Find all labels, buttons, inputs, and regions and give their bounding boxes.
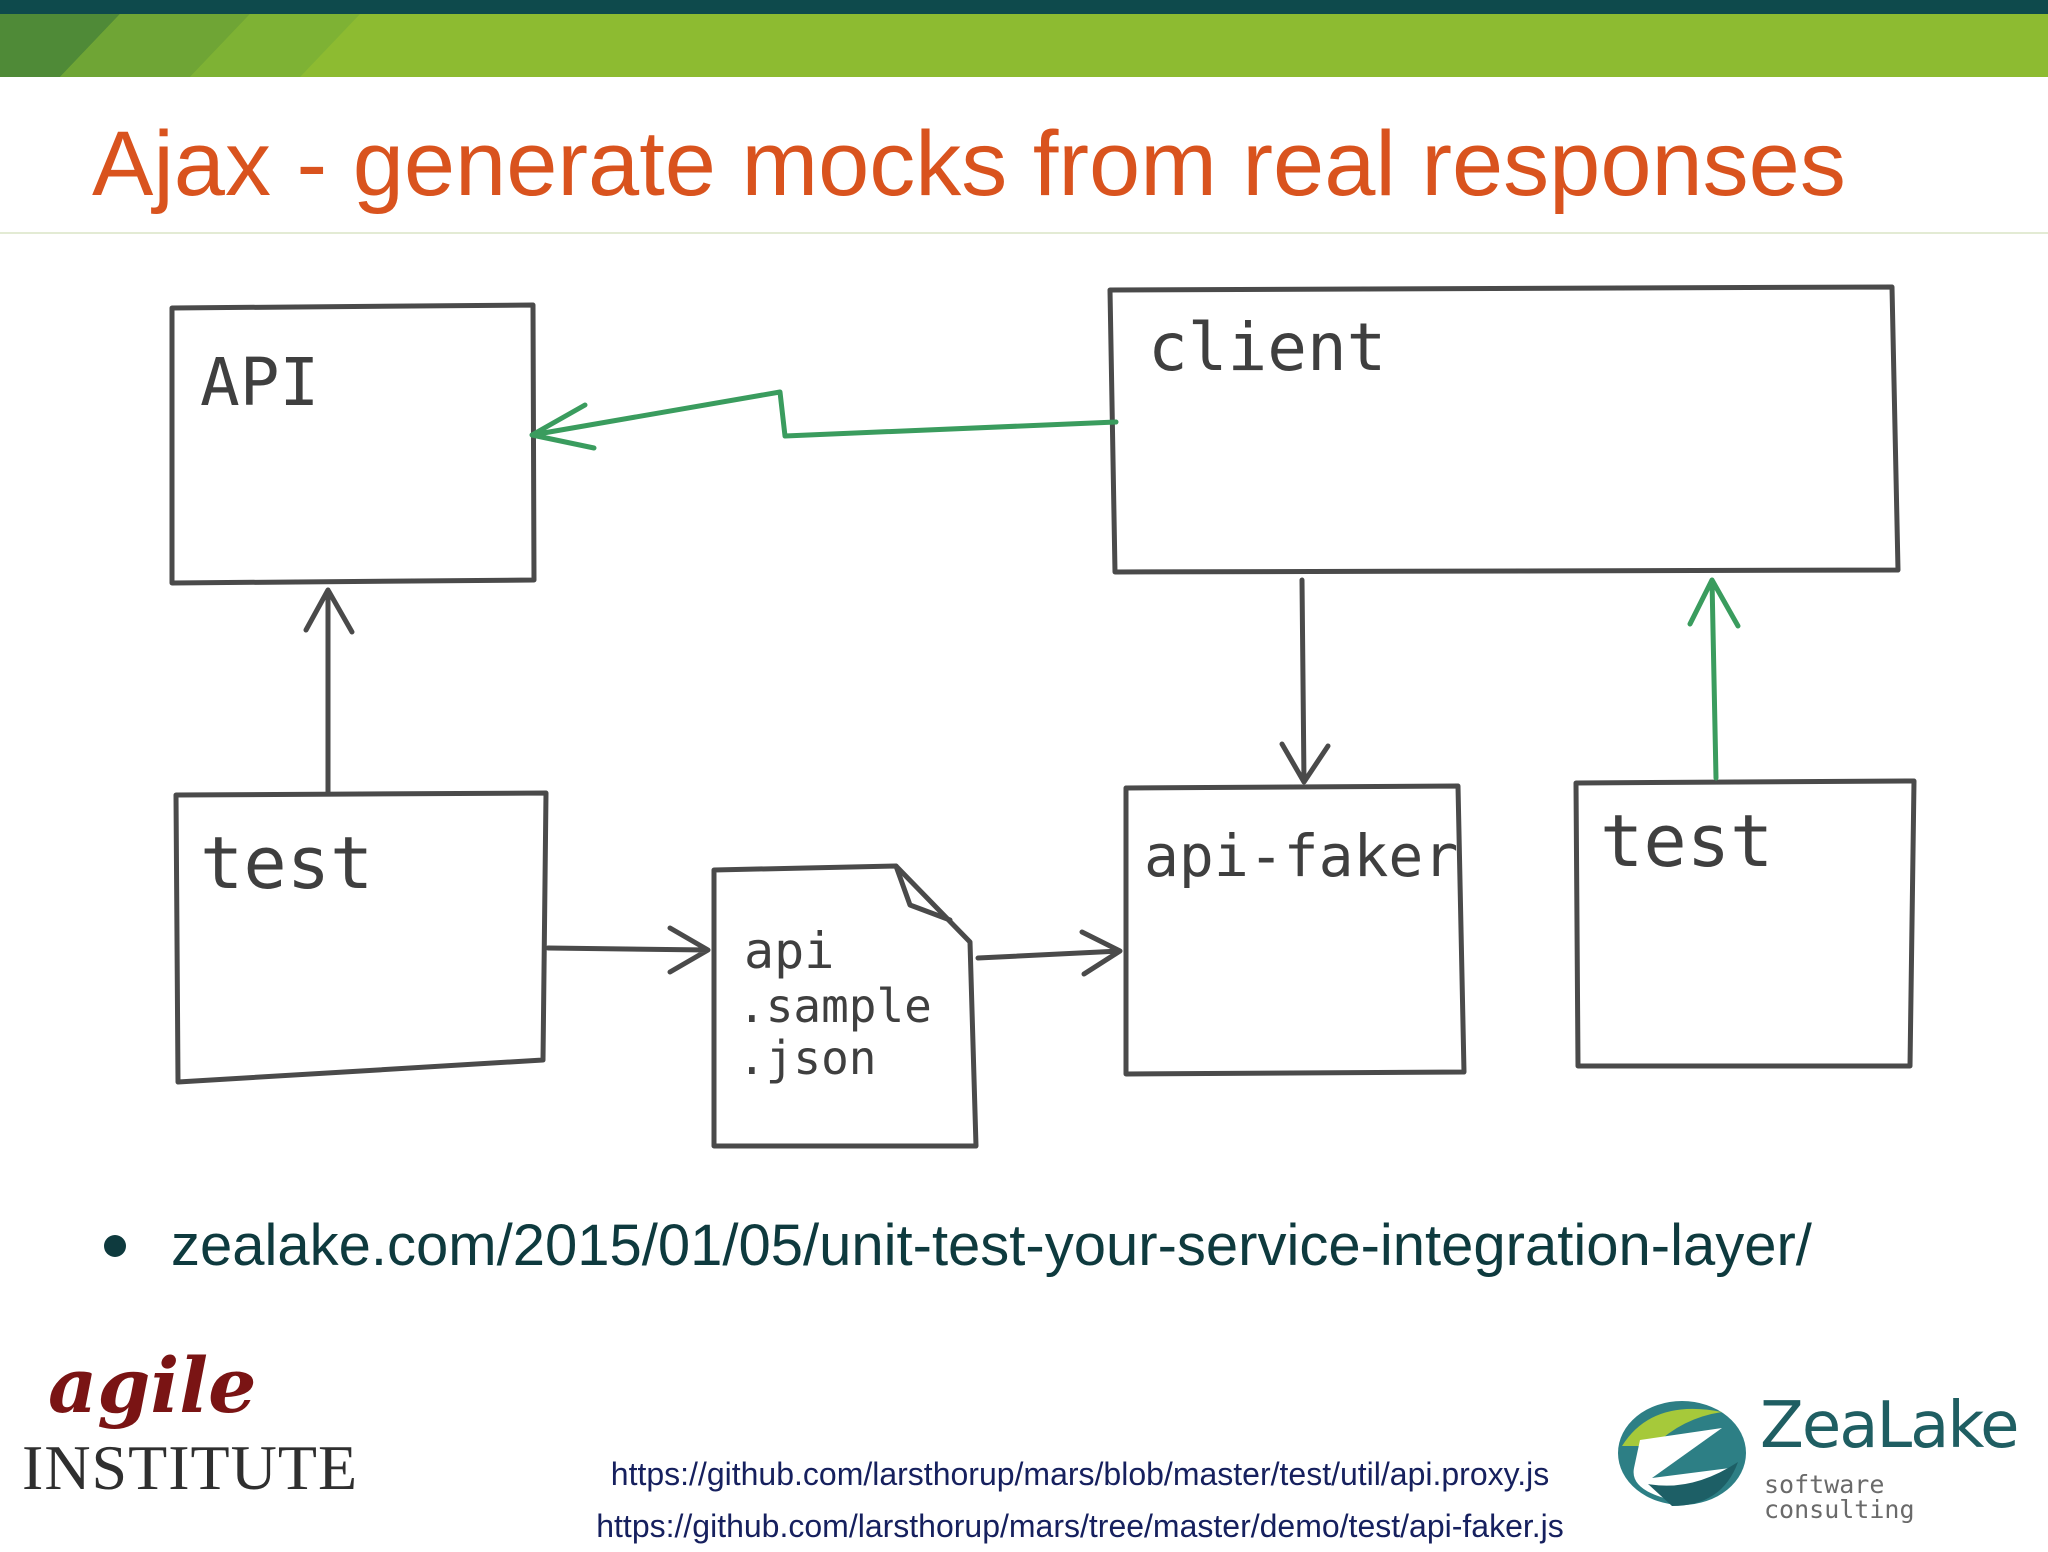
institute-logo-word: INSTITUTE [22,1432,359,1503]
arrow-client-to-api [529,389,1119,451]
zealake-name: ZeaLake [1760,1389,2019,1463]
test-left-label: test [200,821,373,905]
agile-logo-word: agile [48,1341,257,1430]
arrow-test-to-sample [545,925,711,975]
sample-line-3: .json [738,1031,876,1085]
client-box [1107,284,1901,575]
api-faker-label: api-faker [1144,822,1458,890]
test-right-box [1573,778,1917,1069]
api-faker-box [1123,783,1467,1077]
bullet-dot [104,1234,126,1257]
architecture-diagram: API client test api-faker test api .samp… [169,284,1917,1149]
zealake-swirl-icon [1618,1401,1746,1506]
test-left-box [173,790,549,1085]
arrow-client-to-faker [1279,577,1331,785]
api-box [169,302,537,586]
arrow-test-to-client [1687,577,1741,781]
sample-json-file [711,863,979,1149]
arrow-test-to-api [303,587,355,796]
arrow-sample-to-faker [975,929,1123,977]
zealake-tagline: software consulting [1764,1470,1915,1524]
test-right-label: test [1600,799,1773,883]
top-banner [0,0,2048,77]
bullet-item: zealake.com/2015/01/05/unit-test-your-se… [104,1212,1812,1279]
link-api-faker[interactable]: https://github.com/larsthorup/mars/tree/… [596,1508,1564,1544]
footer-links: https://github.com/larsthorup/mars/blob/… [420,1448,1740,1552]
zealake-logo: ZeaLake software consulting [1612,1388,2032,1528]
slide-title: Ajax - generate mocks from real response… [92,113,1846,215]
title-divider [0,232,2048,234]
bullet-url[interactable]: zealake.com/2015/01/05/unit-test-your-se… [171,1213,1812,1278]
client-label: client [1148,309,1386,386]
sample-line-1: api [744,922,834,980]
api-label: API [200,344,319,421]
agile-institute-logo: agile INSTITUTE [22,1348,372,1508]
link-api-proxy[interactable]: https://github.com/larsthorup/mars/blob/… [610,1456,1550,1492]
sample-line-2: .sample [738,979,932,1033]
